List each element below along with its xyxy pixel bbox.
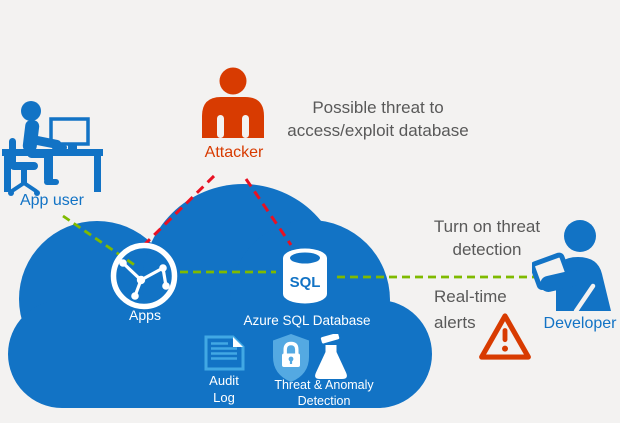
apps-globe-icon: [110, 242, 178, 310]
green-line-appuser-to-apps: [62, 214, 137, 268]
turn-on-detection-annotation: Turn on threat detection: [424, 215, 550, 261]
anomaly-flask-icon: [315, 334, 347, 379]
attacker-icon: [202, 67, 264, 138]
audit-log-line1: Audit: [209, 373, 239, 388]
audit-log-line2: Log: [213, 390, 235, 405]
turn-on-line2: detection: [452, 240, 522, 259]
app-user-icon: [2, 101, 103, 196]
developer-icon: [532, 220, 611, 311]
threat-anomaly-line1: Threat & Anomaly: [274, 378, 374, 392]
alert-warning-icon: [479, 313, 531, 360]
threat-anomaly-detection-label: Threat & Anomaly Detection: [262, 378, 386, 409]
sql-icon-text: SQL: [290, 274, 321, 291]
threat-shield-icon: [273, 334, 309, 382]
possible-threat-line1: Possible threat to: [312, 98, 444, 117]
attack-line-attacker-to-apps: [140, 174, 216, 249]
audit-log-icon: [204, 335, 245, 371]
realtime-alerts-annotation: Real-time alerts: [434, 284, 544, 336]
possible-threat-annotation: Possible threat to access/exploit databa…: [278, 96, 478, 142]
audit-log-label: Audit Log: [196, 372, 252, 406]
apps-label: Apps: [129, 307, 161, 323]
attack-line-attacker-to-sql: [244, 178, 293, 246]
realtime-line1: Real-time: [434, 287, 507, 306]
turn-on-line1: Turn on threat: [433, 217, 541, 236]
realtime-line2: alerts: [434, 313, 476, 332]
sql-database-icon: SQL: [283, 248, 327, 304]
developer-label: Developer: [543, 315, 617, 332]
threat-anomaly-line2: Detection: [297, 393, 351, 408]
app-user-label: App user: [19, 192, 85, 209]
lock-icon: [283, 341, 299, 354]
attacker-label: Attacker: [204, 144, 264, 161]
azure-sql-database-label: Azure SQL Database: [243, 313, 371, 328]
possible-threat-line2: access/exploit database: [287, 121, 469, 140]
